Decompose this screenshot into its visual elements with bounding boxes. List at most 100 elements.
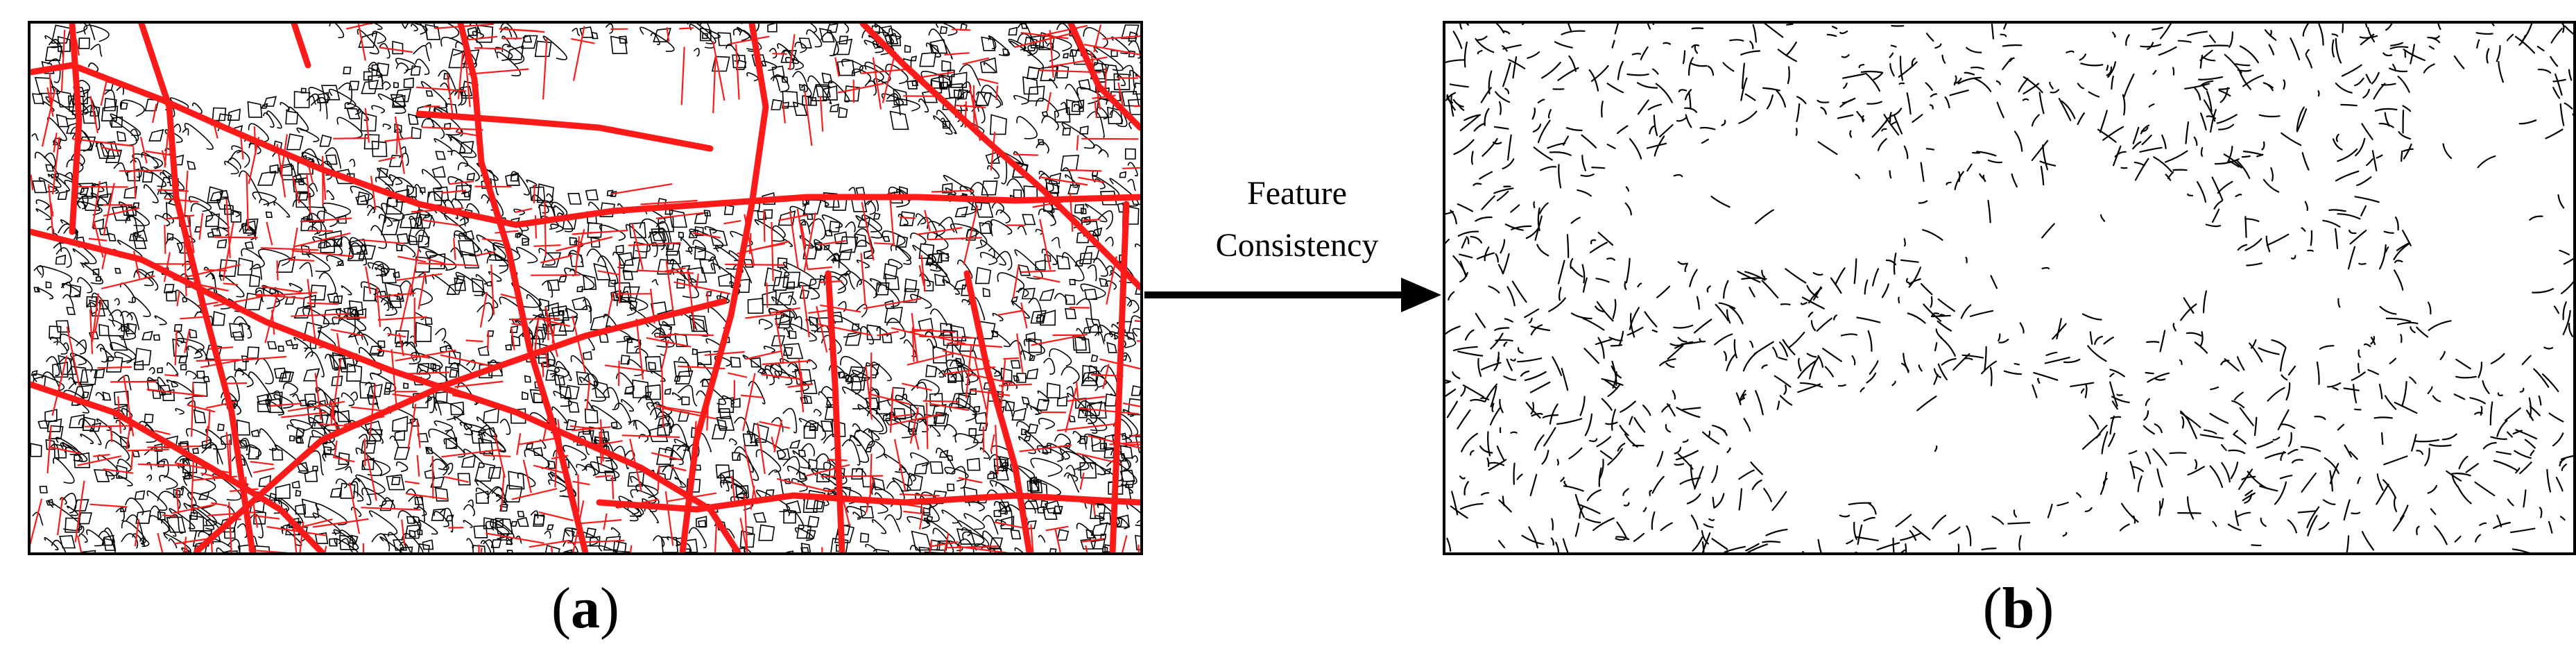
minor-road [533, 184, 535, 203]
building-outline [168, 514, 184, 534]
building-outline [803, 425, 816, 439]
edge-segment [1625, 186, 1630, 192]
building-outline [510, 173, 520, 182]
edge-segment [1457, 103, 1465, 111]
building-outline [104, 90, 117, 108]
minor-road [161, 150, 167, 166]
building-outline [157, 511, 166, 520]
building-outline [344, 466, 352, 473]
minor-road [1131, 434, 1140, 437]
building-outline [473, 525, 488, 539]
building-outline [490, 518, 515, 540]
minor-road [422, 219, 460, 226]
building-outline [1036, 398, 1050, 411]
building-outline [1131, 455, 1138, 464]
building-outline [339, 530, 357, 545]
building-outline [1049, 348, 1072, 367]
edge-segment [1498, 101, 1502, 115]
building-outline [119, 435, 130, 448]
edge-segment [1684, 89, 1692, 101]
edge-segment [2316, 361, 2320, 385]
edge-segment [2371, 150, 2378, 171]
edge-segment [1851, 355, 1856, 366]
building-outline [434, 400, 463, 421]
building-outline [747, 298, 764, 314]
edge-segment [2009, 57, 2015, 62]
building-outline [774, 370, 809, 393]
edge-segment [1682, 50, 1686, 65]
edge-segment [2244, 238, 2262, 251]
building-outline [939, 26, 948, 34]
edge-segment [2079, 53, 2087, 61]
building-outline [814, 243, 822, 251]
edge-segment [2187, 31, 2208, 36]
edge-segment [1991, 516, 2004, 525]
edge-segment [1502, 62, 1511, 87]
edge-segment [2530, 450, 2535, 457]
edge-segment [1624, 281, 1627, 290]
edge-segment [1935, 328, 1943, 339]
building-outline [350, 420, 377, 445]
building-outline [404, 524, 422, 539]
edge-segment [1806, 353, 1817, 358]
building-outline [974, 266, 992, 285]
building-outline [394, 330, 409, 344]
building-outline [1119, 469, 1135, 482]
edge-segment [2228, 31, 2233, 48]
edge-segment [1785, 268, 1807, 284]
building-outline [927, 231, 949, 251]
edge-segment [2002, 44, 2023, 47]
building-outline [454, 277, 466, 291]
building-outline [834, 231, 848, 244]
building-outline [163, 284, 175, 294]
building-outline [1061, 450, 1085, 471]
building-outline [959, 64, 981, 87]
building-outline [965, 229, 978, 241]
building-outline [336, 236, 354, 260]
minor-road [468, 35, 498, 41]
edge-segment [2266, 233, 2290, 246]
edge-segment [1889, 170, 1892, 179]
edge-segment [2268, 85, 2274, 92]
building-outline [553, 374, 566, 386]
building-outline [651, 228, 667, 242]
building-outline [440, 345, 447, 353]
building-outline [852, 423, 861, 432]
building-outline [346, 363, 363, 382]
building-outline [278, 371, 292, 382]
minor-road [307, 278, 316, 340]
minor-road [1102, 35, 1140, 40]
minor-road [134, 518, 140, 547]
building-outline [431, 508, 446, 521]
building-outline [1101, 63, 1120, 81]
edge-segment [2032, 384, 2038, 398]
building-outline [961, 299, 971, 305]
edge-segment [1580, 173, 1595, 177]
edge-segment [1996, 101, 2004, 119]
minor-road [1067, 396, 1106, 402]
building-outline [884, 307, 903, 323]
edge-segment [2199, 54, 2204, 69]
minor-road [869, 453, 873, 498]
building-outline [855, 187, 866, 195]
edge-segment [1598, 459, 1604, 480]
building-outline [542, 35, 568, 60]
edge-segment [1479, 445, 1493, 454]
building-outline [126, 514, 145, 545]
building-outline [999, 455, 1009, 466]
edge-segment [2383, 230, 2394, 234]
edge-segment [1877, 138, 1887, 151]
edge-segment [2510, 527, 2536, 534]
building-outline [771, 99, 783, 110]
edge-segment [2361, 123, 2373, 140]
edge-segment [1737, 271, 1761, 283]
building-outline [322, 202, 352, 219]
building-outline [881, 93, 904, 108]
building-outline [719, 408, 731, 419]
building-outline [950, 71, 968, 88]
edge-segment [1714, 493, 1725, 508]
edge-segment [2359, 35, 2378, 39]
arrow-label-line1: Feature [1247, 175, 1347, 212]
building-outline [398, 153, 409, 167]
minor-road [406, 493, 449, 500]
